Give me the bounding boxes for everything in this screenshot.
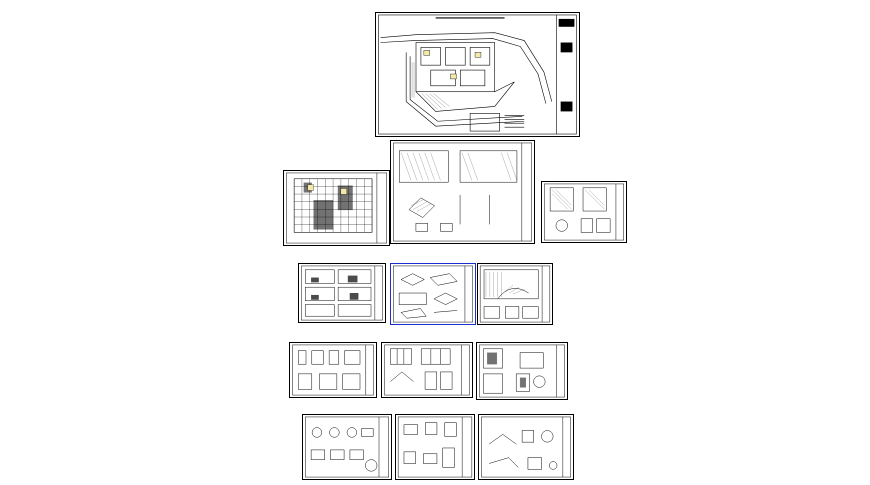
sheet-site-plan[interactable] [375,12,580,137]
sheet-floor-grid-plan[interactable] [283,170,390,246]
sheet-wall-details[interactable] [541,181,627,243]
wall-details-drawing [544,183,624,241]
roof-section-details-drawing [479,265,551,323]
sheet-room-elevations-a[interactable] [298,263,386,323]
floor-grid-drawing [286,172,387,244]
sheet-roof-section-details[interactable] [477,263,553,325]
sheet-floor-slab-details[interactable] [390,263,476,325]
room-elevations-a-drawing [301,265,383,321]
section-details-drawing [479,344,565,398]
misc-details-c-drawing [481,416,571,478]
door-window-b-drawing [384,344,470,396]
sheet-door-window-a[interactable] [289,342,377,398]
misc-details-b-drawing [397,416,473,478]
misc-details-a-drawing [305,416,389,478]
door-window-a-drawing [292,344,374,396]
site-plan-drawing [378,14,577,135]
elevation-details-drawing [393,142,532,242]
floor-slab-details-drawing [393,265,473,323]
sheet-misc-details-a[interactable] [302,414,392,480]
sheet-misc-details-c[interactable] [478,414,574,480]
sheet-misc-details-b[interactable] [395,414,475,480]
sheet-elevation-details[interactable] [390,140,535,244]
sheet-section-details[interactable] [476,342,568,400]
sheet-door-window-b[interactable] [381,342,473,398]
